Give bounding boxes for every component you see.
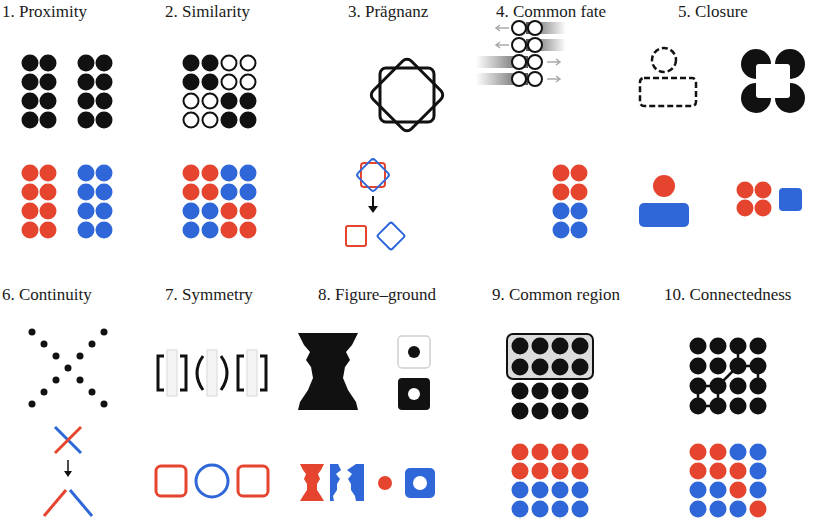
proximity-black: [22, 55, 113, 129]
figure-ground-color: [300, 464, 435, 501]
common-region: [507, 334, 593, 420]
similarity-color: [183, 165, 257, 239]
connectedness-color: [690, 444, 767, 518]
common-fate-motion: [476, 21, 566, 86]
connectedness: [690, 338, 767, 415]
principle-title: 1. Proximity: [2, 2, 87, 22]
principle-title: 5. Closure: [678, 2, 748, 22]
continuity-color: [44, 427, 92, 516]
common-fate-color: [553, 165, 588, 239]
symmetry-color: [156, 465, 268, 497]
pragnanz-figure: [369, 57, 445, 133]
principle-title: 10. Connectedness: [664, 285, 791, 305]
symmetry-figure: [158, 350, 266, 396]
continuity-dots: [29, 329, 108, 408]
principle-title: 4. Common fate: [496, 2, 606, 22]
principle-title: 8. Figure–ground: [318, 285, 436, 305]
principle-title: 9. Common region: [492, 285, 620, 305]
proximity-color: [22, 165, 113, 239]
principle-title: 3. Prägnanz: [348, 2, 428, 22]
principle-title: 6. Continuity: [2, 285, 92, 305]
similarity-black: [183, 55, 257, 129]
figure-ground: [298, 333, 430, 410]
principle-title: 7. Symmetry: [165, 285, 253, 305]
principle-title: 2. Similarity: [165, 2, 250, 22]
common-region-color: [512, 444, 589, 518]
closure-color: [639, 175, 802, 227]
closure-figure: [640, 48, 805, 113]
pragnanz-color: [346, 158, 405, 250]
